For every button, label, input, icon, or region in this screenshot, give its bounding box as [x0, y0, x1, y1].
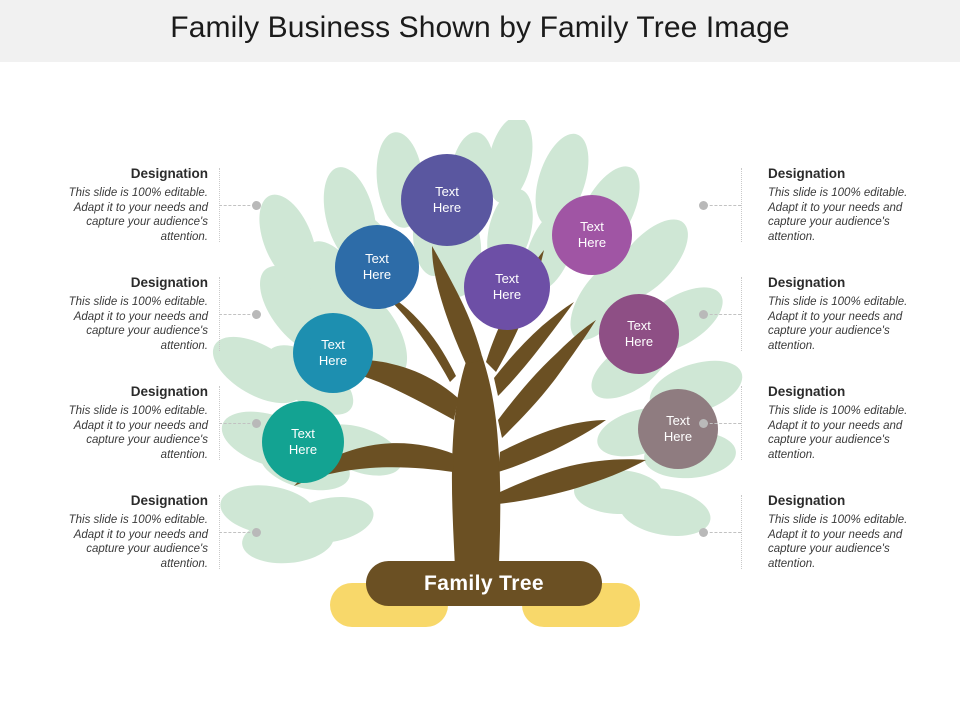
callout-body: This slide is 100% editable. Adapt it to… — [68, 296, 208, 352]
callout-dot-left-3[interactable] — [252, 419, 261, 428]
callout-leader-line-right-2 — [705, 314, 741, 315]
callout-dot-right-2[interactable] — [699, 310, 708, 319]
callout-body: This slide is 100% editable. Adapt it to… — [68, 405, 208, 461]
callout-title: Designation — [130, 384, 208, 399]
header-band — [0, 0, 960, 62]
callout-title: Designation — [130, 166, 208, 181]
callout-dot-left-2[interactable] — [252, 310, 261, 319]
callout-tick-right-2 — [741, 277, 742, 351]
callout-title: Designation — [768, 493, 846, 508]
callout-body: This slide is 100% editable. Adapt it to… — [768, 405, 908, 461]
callout-leader-line-left-4 — [219, 532, 255, 533]
callout-body: This slide is 100% editable. Adapt it to… — [768, 296, 908, 352]
callout-title: Designation — [130, 493, 208, 508]
callout-tick-right-3 — [741, 386, 742, 460]
root-banner[interactable]: Family Tree — [366, 561, 602, 606]
callout-dot-left-4[interactable] — [252, 528, 261, 537]
tree-trunk — [294, 246, 646, 590]
callout-dot-right-3[interactable] — [699, 419, 708, 428]
callout-leader-line-left-2 — [219, 314, 255, 315]
page-title: Family Business Shown by Family Tree Ima… — [170, 11, 790, 44]
callout-dot-right-1[interactable] — [699, 201, 708, 210]
callout-leader-line-left-3 — [219, 423, 255, 424]
callout-body: This slide is 100% editable. Adapt it to… — [768, 514, 908, 570]
callout-body: This slide is 100% editable. Adapt it to… — [68, 514, 208, 570]
callout-tick-right-1 — [741, 168, 742, 242]
callout-leader-line-right-1 — [705, 205, 741, 206]
callout-body: This slide is 100% editable. Adapt it to… — [68, 187, 208, 243]
callout-body: This slide is 100% editable. Adapt it to… — [768, 187, 908, 243]
callout-tick-right-4 — [741, 495, 742, 569]
callout-title: Designation — [768, 166, 846, 181]
callout-title: Designation — [768, 275, 846, 290]
callout-title: Designation — [130, 275, 208, 290]
root-banner-label: Family Tree — [424, 571, 544, 595]
callout-dot-left-1[interactable] — [252, 201, 261, 210]
callout-dot-right-4[interactable] — [699, 528, 708, 537]
callout-leader-line-right-4 — [705, 532, 741, 533]
callout-leader-line-left-1 — [219, 205, 255, 206]
callout-leader-line-right-3 — [705, 423, 741, 424]
callout-title: Designation — [768, 384, 846, 399]
